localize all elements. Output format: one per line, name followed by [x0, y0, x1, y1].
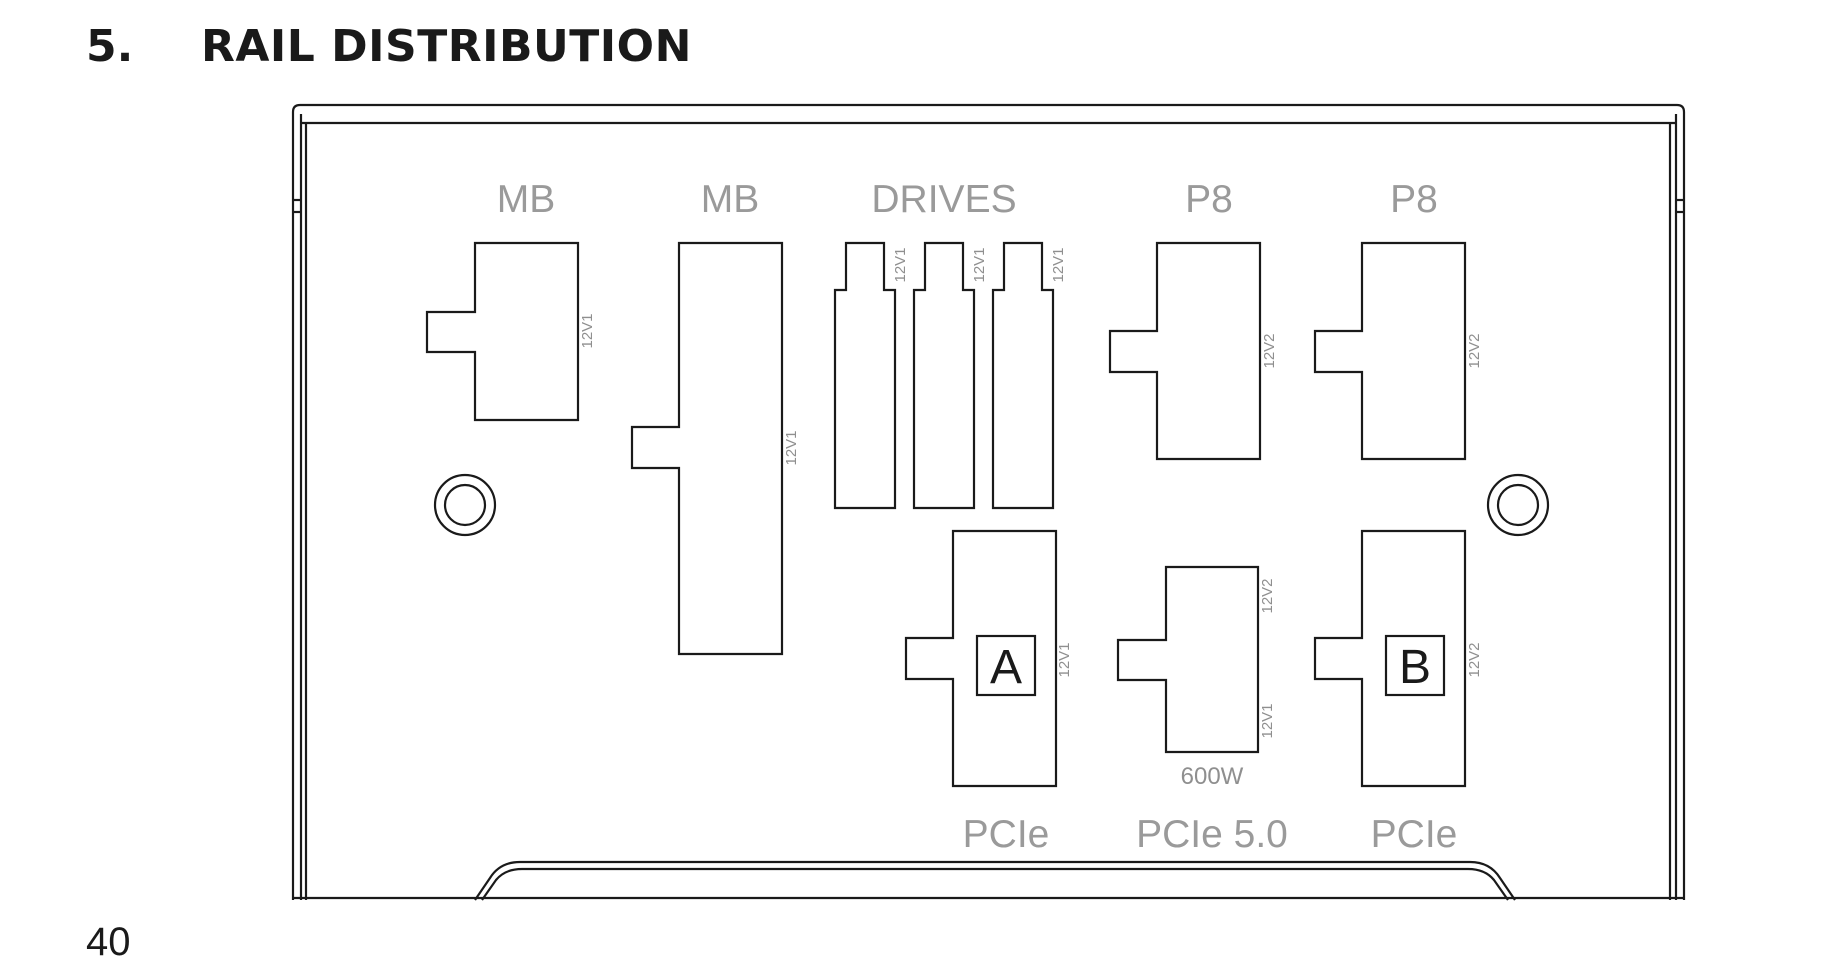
- connector-drive-1: 12V1: [833, 241, 909, 510]
- rail-label: 12V1: [892, 247, 909, 282]
- connector-drive-3: 12V1: [991, 241, 1067, 510]
- connector-pcie-5: 12V2 12V1 600W PCIe 5.0: [1116, 565, 1288, 856]
- rail-label: 12V1: [1050, 247, 1067, 282]
- rail-label: 12V1: [579, 313, 596, 348]
- connector-label-pcie: PCIe: [963, 813, 1050, 856]
- bottom-cutout: [474, 860, 1516, 901]
- section-heading: 5. RAIL DISTRIBUTION: [86, 14, 692, 78]
- page-number: 40: [86, 920, 131, 964]
- connector-label-pcie: PCIe: [1371, 813, 1458, 856]
- section-title: RAIL DISTRIBUTION: [201, 20, 692, 72]
- mounting-hole-right: [1486, 473, 1550, 537]
- section-number: 5.: [86, 20, 134, 72]
- connector-label-p8: P8: [1185, 178, 1233, 221]
- rail-label: 12V1: [783, 430, 800, 465]
- connector-drive-2: 12V1: [912, 241, 988, 510]
- connector-label-pcie-5: PCIe 5.0: [1136, 813, 1288, 856]
- rail-label: 12V2: [1466, 333, 1483, 368]
- connector-label-mb: MB: [497, 178, 556, 221]
- mounting-hole-left: [433, 473, 497, 537]
- box-letter-a: A: [990, 641, 1022, 694]
- connector-p8-left: 12V2 P8: [1108, 178, 1278, 461]
- rail-label: 12V2: [1259, 578, 1276, 613]
- connector-p8-right: 12V2 P8: [1313, 178, 1483, 461]
- rail-label: 12V2: [1466, 642, 1483, 677]
- connector-label-mb: MB: [701, 178, 760, 221]
- box-letter-b: B: [1399, 641, 1431, 694]
- box-b: [1384, 634, 1446, 697]
- rail-label: 12V1: [1056, 642, 1073, 677]
- connector-mb-left: 12V1 MB: [425, 178, 596, 422]
- rail-label: 12V2: [1261, 333, 1278, 368]
- box-a: [975, 634, 1037, 697]
- connector-pcie-a: A 12V1 PCIe: [904, 529, 1073, 856]
- rail-label: 12V1: [1259, 703, 1276, 738]
- connector-mb-right: 12V1 MB: [630, 178, 800, 656]
- wattage-label: 600W: [1181, 763, 1244, 790]
- connector-label-drives: DRIVES: [871, 178, 1016, 221]
- rail-label: 12V1: [971, 247, 988, 282]
- psu-outline: [291, 103, 1686, 900]
- connector-label-p8: P8: [1390, 178, 1438, 221]
- connector-pcie-b: B 12V2 PCIe: [1313, 529, 1483, 856]
- psu-rail-diagram: 12V1 MB 12V1 MB DRIVES 12V1 12V1 12V1 12…: [291, 103, 1686, 901]
